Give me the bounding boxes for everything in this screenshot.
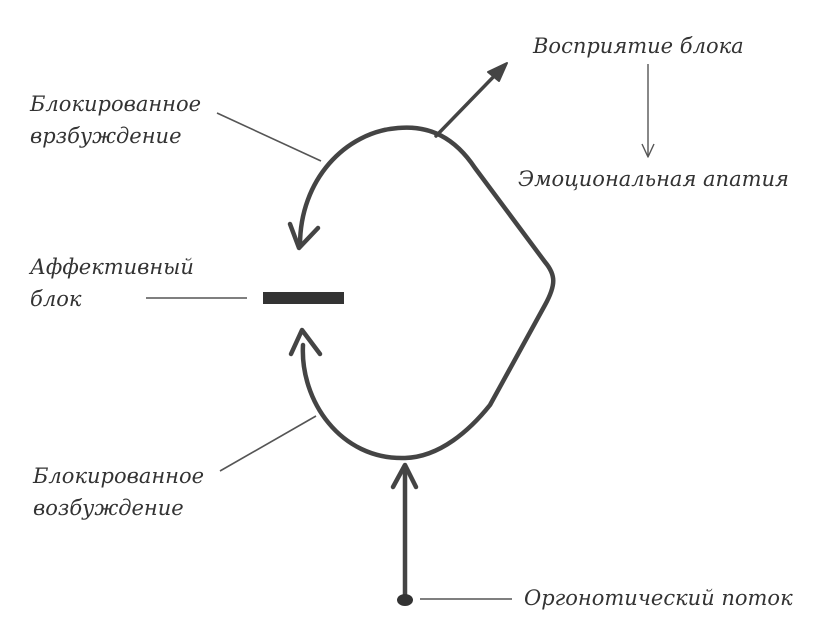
perception-arrow-line	[434, 66, 504, 138]
excitation-loop	[297, 125, 556, 461]
upper-blocked-leader	[216, 112, 322, 162]
upper-blocked-line-2: врзбуждение	[30, 124, 182, 148]
lower-blocked-line-1: Блокированное	[33, 464, 205, 488]
apathy-label: Эмоциональная апатия	[518, 167, 789, 191]
perception-label: Восприятие блока	[533, 34, 744, 58]
upper-blocked-excitation-label: Блокированное врзбуждение	[30, 88, 201, 152]
lower-blocked-leader	[219, 415, 317, 472]
affective-block-line-2: блок	[30, 287, 82, 311]
lower-blocked-excitation-label: Блокированное возбуждение	[33, 460, 204, 524]
lower-arrowhead	[288, 327, 323, 357]
affective-block-label: Аффективный блок	[30, 251, 194, 315]
perception-arrowhead	[487, 62, 508, 82]
affective-block-line-1: Аффективный	[30, 255, 194, 279]
orgonotic-source-dot	[397, 594, 413, 606]
lower-blocked-line-2: возбуждение	[33, 496, 184, 520]
perception-to-apathy-arrowhead	[641, 143, 655, 158]
orgonotic-stream-label: Оргонотический поток	[524, 586, 793, 610]
upper-arrowhead	[287, 221, 321, 251]
orgonotic-arrowhead	[390, 462, 419, 490]
affective-block-bar	[263, 292, 344, 304]
upper-blocked-line-1: Блокированное	[30, 92, 202, 116]
